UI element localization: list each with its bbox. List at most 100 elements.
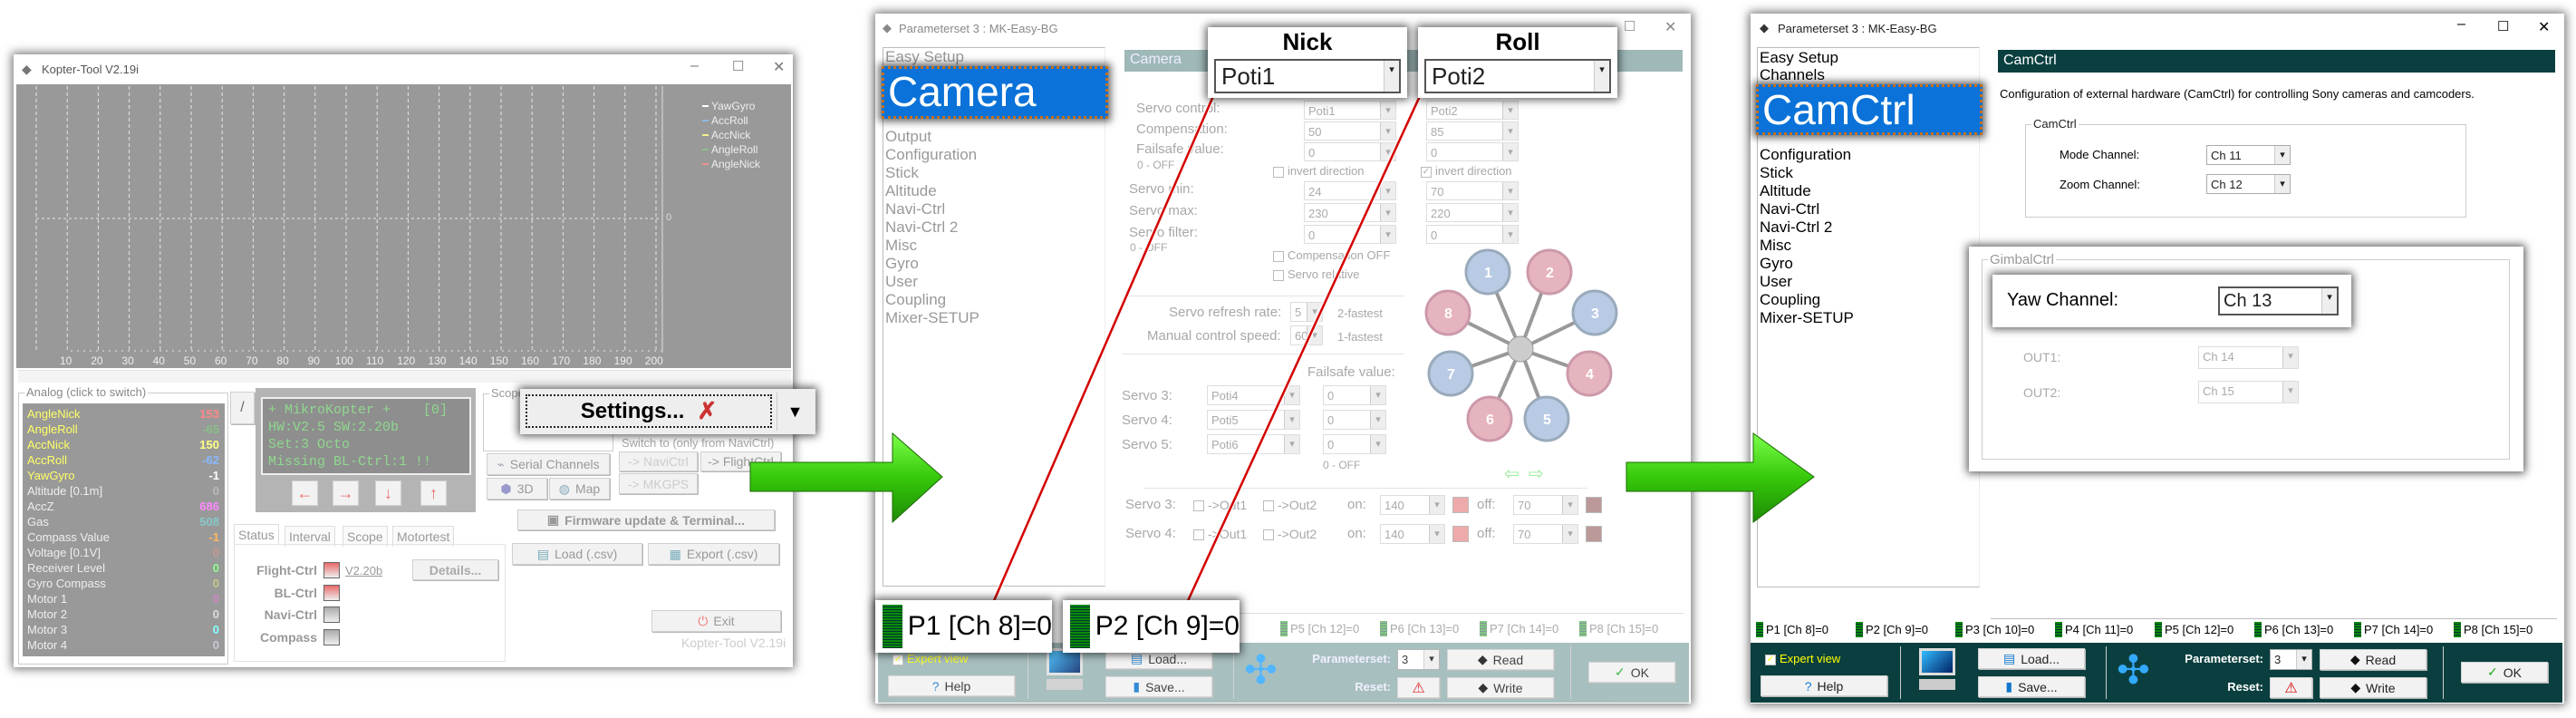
checkbox-box[interactable]: ✓ bbox=[1421, 166, 1432, 178]
lcd-up-button[interactable]: ↑ bbox=[420, 480, 447, 506]
menu-item[interactable]: Mixer-SETUP bbox=[1760, 309, 1854, 326]
analog-label[interactable]: Motor 1 bbox=[27, 592, 68, 606]
close-button[interactable]: ✕ bbox=[2538, 20, 2551, 35]
help-button[interactable]: ?Help bbox=[888, 675, 1015, 696]
off-color-swatch[interactable] bbox=[1586, 497, 1602, 513]
tab-motortest[interactable]: Motortest bbox=[392, 526, 455, 547]
servo-failsafe-input[interactable]: 0 bbox=[1323, 434, 1386, 454]
exit-button[interactable]: ⏻Exit bbox=[651, 610, 781, 632]
close-button[interactable]: ✕ bbox=[773, 60, 786, 75]
menu-item[interactable]: Easy Setup bbox=[1760, 49, 1838, 66]
ok-button[interactable]: ✓OK bbox=[2461, 662, 2548, 683]
read-button[interactable]: ◆Read bbox=[1447, 649, 1554, 670]
checkbox-box[interactable] bbox=[1193, 529, 1204, 541]
save-button[interactable]: ▮Save... bbox=[1978, 676, 2085, 697]
ok-button[interactable]: ✓OK bbox=[1588, 662, 1675, 683]
analog-label[interactable]: AccNick bbox=[27, 438, 70, 451]
nick-select[interactable]: Poti1 bbox=[1214, 59, 1401, 93]
analog-label[interactable]: Gyro Compass bbox=[27, 577, 106, 590]
maximize-button[interactable]: ☐ bbox=[2497, 19, 2510, 34]
analog-label[interactable]: Motor 3 bbox=[27, 623, 68, 636]
tab-scope[interactable]: Scope bbox=[343, 526, 388, 547]
servo-failsafe-input[interactable]: 0 bbox=[1323, 410, 1386, 430]
menu-item[interactable]: Channels bbox=[1760, 66, 1825, 83]
maximize-button[interactable]: ☐ bbox=[732, 59, 745, 74]
analog-label[interactable]: Gas bbox=[27, 515, 49, 529]
to-mkgps-button[interactable]: -> MKGPS bbox=[619, 473, 698, 494]
servo-control-input[interactable]: Poti1 bbox=[1304, 101, 1396, 120]
analog-label[interactable]: AngleRoll bbox=[27, 422, 78, 436]
out2-select[interactable]: Ch 15 bbox=[2198, 381, 2299, 403]
on-input[interactable]: 140 bbox=[1380, 495, 1445, 515]
menu-item[interactable]: Navi-Ctrl 2 bbox=[885, 218, 959, 236]
expert-view-checkbox[interactable]: ✓Expert view bbox=[1765, 652, 1840, 665]
invert-direction-checkbox[interactable]: invert direction bbox=[1273, 164, 1365, 178]
menu-item[interactable]: Configuration bbox=[1760, 146, 1852, 163]
menu-item[interactable]: Altitude bbox=[1760, 182, 1811, 199]
load-button[interactable]: ▤Load... bbox=[1105, 648, 1212, 669]
menu-item[interactable]: Output bbox=[885, 128, 932, 145]
checkbox-box[interactable] bbox=[1273, 166, 1284, 178]
minimize-button[interactable]: – bbox=[690, 58, 699, 73]
off-input[interactable]: 70 bbox=[1513, 524, 1578, 544]
zoom-channel-select[interactable]: Ch 12 bbox=[2206, 174, 2291, 194]
next-mixer-arrow-icon[interactable]: ⇨ bbox=[1529, 464, 1544, 484]
menu-item[interactable]: Gyro bbox=[1760, 255, 1793, 272]
slash-button[interactable]: / bbox=[230, 392, 255, 424]
mode-channel-select[interactable]: Ch 11 bbox=[2206, 145, 2291, 165]
servo-comp-input[interactable]: 85 bbox=[1426, 121, 1519, 141]
refresh-rate-input[interactable]: 5 bbox=[1290, 302, 1323, 322]
details-button[interactable]: Details... bbox=[412, 559, 498, 580]
expert-view-checkbox[interactable]: ✓Expert view bbox=[892, 652, 968, 665]
scope-scrollbar[interactable] bbox=[18, 370, 791, 383]
compensation-off-checkbox[interactable]: Compensation OFF bbox=[1273, 248, 1390, 262]
menu-item[interactable]: Misc bbox=[885, 237, 917, 254]
lcd-right-button[interactable]: → bbox=[333, 480, 359, 506]
servo-comp-input[interactable]: 50 bbox=[1304, 121, 1396, 141]
analog-label[interactable]: AccZ bbox=[27, 500, 54, 513]
analog-label[interactable]: Voltage [0.1V] bbox=[27, 546, 101, 559]
checkbox-box[interactable] bbox=[1193, 500, 1204, 512]
menu-item[interactable]: Altitude bbox=[885, 182, 937, 199]
on-color-swatch[interactable] bbox=[1452, 497, 1469, 513]
settings-dropdown-button[interactable]: ▼ bbox=[777, 393, 813, 431]
out1-checkbox[interactable]: ->Out1 bbox=[1193, 498, 1247, 512]
servo-source-select[interactable]: Poti4 bbox=[1207, 385, 1300, 405]
analog-label[interactable]: Compass Value bbox=[27, 530, 110, 544]
servo-source-select[interactable]: Poti5 bbox=[1207, 410, 1300, 430]
settings-button[interactable]: Settings...✗ bbox=[526, 394, 772, 428]
yaw-channel-select[interactable]: Ch 13 bbox=[2218, 286, 2339, 315]
analog-label[interactable]: AccRoll bbox=[27, 453, 68, 467]
menu-item[interactable]: Configuration bbox=[885, 146, 978, 163]
invert-direction-checkbox[interactable]: ✓invert direction bbox=[1421, 164, 1512, 178]
manual-speed-input[interactable]: 60 bbox=[1290, 325, 1323, 345]
menu-item[interactable]: Mixer-SETUP bbox=[885, 309, 979, 326]
analog-label[interactable]: Motor 4 bbox=[27, 638, 68, 652]
menu-item-selected[interactable]: Camera bbox=[882, 66, 1108, 119]
out2-checkbox[interactable]: ->Out2 bbox=[1263, 498, 1317, 512]
3d-button[interactable]: ⬢3D bbox=[487, 478, 547, 500]
out2-checkbox[interactable]: ->Out2 bbox=[1263, 527, 1317, 541]
close-button[interactable]: ✕ bbox=[1664, 20, 1677, 35]
servo-max-input[interactable]: 220 bbox=[1426, 203, 1519, 222]
off-color-swatch[interactable] bbox=[1586, 526, 1602, 542]
menu-item[interactable]: Misc bbox=[1760, 237, 1791, 254]
write-button[interactable]: ◆Write bbox=[1447, 677, 1554, 698]
fc-version-link[interactable]: V2.20b bbox=[345, 564, 383, 577]
roll-select[interactable]: Poti2 bbox=[1424, 59, 1611, 93]
menu-item[interactable]: User bbox=[1760, 273, 1792, 290]
analog-label[interactable]: YawGyro bbox=[27, 469, 75, 482]
write-button[interactable]: ◆Write bbox=[2320, 677, 2426, 698]
tab-status[interactable]: Status bbox=[234, 524, 279, 545]
minimize-button[interactable]: – bbox=[2457, 16, 2465, 32]
firmware-button[interactable]: ▣Firmware update & Terminal... bbox=[517, 509, 775, 530]
checkbox-box[interactable]: ✓ bbox=[1765, 654, 1776, 665]
serial-channels-button[interactable]: ⌁Serial Channels bbox=[487, 453, 610, 475]
lcd-left-button[interactable]: ← bbox=[292, 480, 318, 506]
tab-interval[interactable]: Interval bbox=[285, 526, 335, 547]
menu-item[interactable]: Coupling bbox=[885, 291, 947, 308]
servo-failsafe-input[interactable]: 0 bbox=[1323, 385, 1386, 405]
out1-select[interactable]: Ch 14 bbox=[2198, 346, 2299, 369]
menu-item[interactable]: Easy Setup bbox=[885, 48, 964, 65]
checkbox-box[interactable] bbox=[1263, 500, 1274, 512]
